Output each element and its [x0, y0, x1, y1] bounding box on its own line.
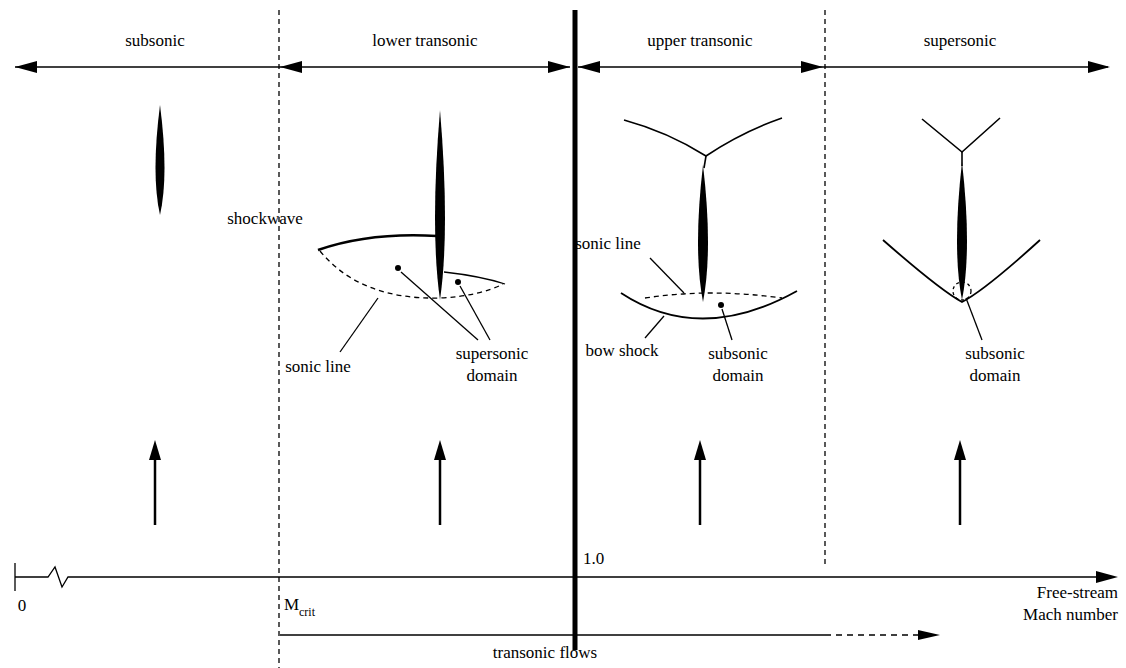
- regime-name: upper transonic: [600, 30, 800, 52]
- axis-subscript: crit: [299, 605, 339, 621]
- axis-value: 1.0: [583, 548, 623, 570]
- domain-label: supersonic domain: [447, 343, 537, 387]
- regime-name: lower transonic: [325, 30, 525, 52]
- axis-title: Free-stream Mach number: [1008, 582, 1118, 626]
- shock-label: shockwave: [210, 208, 320, 230]
- domain-label: subsonic domain: [955, 343, 1035, 387]
- range-label: transonic flows: [455, 642, 635, 664]
- regime-name: subsonic: [75, 30, 235, 52]
- shock-label: bow shock: [577, 340, 667, 362]
- axis-value: 0: [10, 595, 34, 617]
- regime-name: supersonic: [860, 30, 1060, 52]
- domain-label: subsonic domain: [698, 343, 778, 387]
- sonic-line-label: sonic line: [558, 233, 658, 255]
- sonic-line-label: sonic line: [268, 356, 368, 378]
